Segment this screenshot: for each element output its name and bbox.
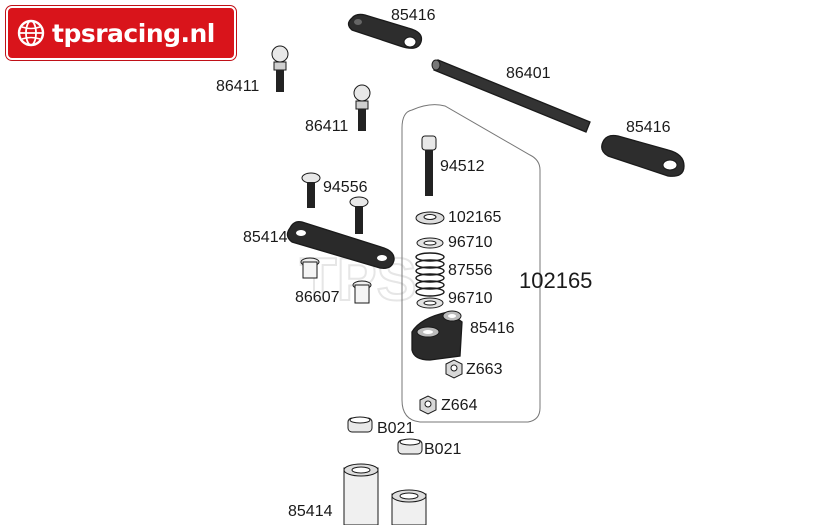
rod-end-top [347,13,423,49]
label-kit: 102165 [519,268,592,293]
ball-stud-1 [271,45,289,92]
ball-stud-2 [353,84,371,131]
label-bearing-1: B021 [377,420,414,437]
label-rod-end-top: 85416 [391,7,436,24]
steering-arm [411,310,463,361]
post-2 [391,489,427,525]
bushing-1 [300,257,320,279]
washer-1 [416,237,444,249]
turnbuckle-rod [431,59,591,133]
link-plate [286,220,395,269]
label-nut-z664: Z664 [441,397,478,414]
button-screw-1 [301,172,321,208]
label-washer-1: 96710 [448,234,493,251]
nut-z663 [445,359,463,379]
label-cap-screw: 94512 [440,158,485,175]
label-turnbuckle: 86401 [506,65,551,82]
bushing-2 [352,280,372,304]
label-bearing-2: B021 [424,441,461,458]
label-ball-stud-2: 86411 [305,118,348,135]
label-spring: 87556 [448,262,493,279]
spacer-top [415,211,445,225]
nut-z664 [419,395,437,415]
label-bushing: 86607 [295,289,340,306]
globe-icon [17,19,45,47]
post-1 [343,463,379,525]
bearing-2 [397,438,423,455]
brand-name: tpsracing.nl [52,18,215,48]
label-rod-end-right: 85416 [626,119,671,136]
washer-2 [416,297,444,309]
brand-logo: tpsracing.nl [6,6,236,60]
label-button-screw: 94556 [323,179,368,196]
button-screw-2 [349,196,369,234]
label-post: 85414 [288,503,333,520]
bearing-1 [347,416,373,433]
spring [415,252,445,297]
label-ball-stud-1: 86411 [216,78,259,95]
label-link-plate: 85414 [243,229,288,246]
label-spacer-top: 102165 [448,209,501,226]
label-steering-arm: 85416 [470,320,515,337]
kit-group-outline [401,104,541,423]
rod-end-right [601,134,685,177]
label-washer-2: 96710 [448,290,493,307]
label-nut-z663: Z663 [466,361,503,378]
cap-screw [421,135,437,196]
